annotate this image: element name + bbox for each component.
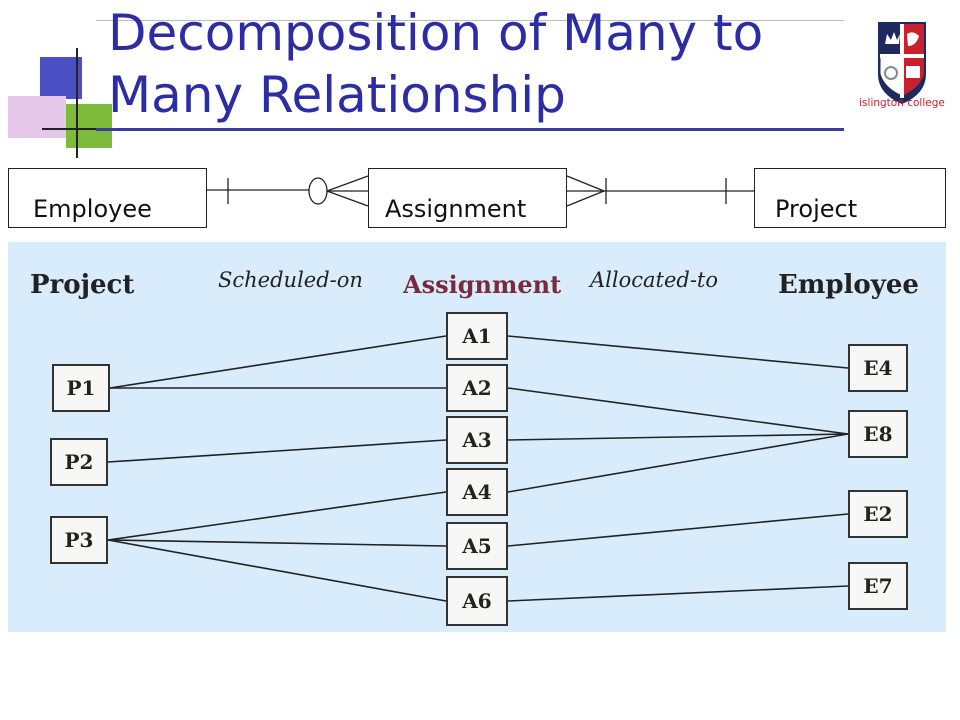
node-e8: E8 xyxy=(848,410,908,458)
node-p3: P3 xyxy=(50,516,108,564)
node-e4: E4 xyxy=(848,344,908,392)
link-p3-a4 xyxy=(107,491,447,541)
title-underline xyxy=(96,128,844,131)
link-a3-e8 xyxy=(507,433,849,441)
header-allocated-to: Allocated-to xyxy=(590,268,719,292)
entity-employee: Employee xyxy=(8,168,207,228)
college-logo-icon xyxy=(878,22,926,104)
node-a6: A6 xyxy=(446,576,508,626)
logo-text: islington college xyxy=(859,97,945,109)
entity-assignment: Assignment xyxy=(368,168,567,228)
decor-vertical-line xyxy=(76,48,78,158)
node-a1: A1 xyxy=(446,312,508,360)
entity-project: Project xyxy=(754,168,946,228)
link-a2-e8 xyxy=(507,387,849,435)
link-a1-e4 xyxy=(507,335,849,369)
decor-square-blue xyxy=(40,57,82,99)
node-p1: P1 xyxy=(52,364,110,412)
header-employee: Employee xyxy=(778,270,919,300)
header-assignment: Assignment xyxy=(403,270,562,299)
node-a4: A4 xyxy=(446,468,508,516)
instance-links xyxy=(107,335,849,602)
entity-employee-label: Employee xyxy=(33,195,152,223)
node-a5: A5 xyxy=(446,522,508,570)
node-p2: P2 xyxy=(50,438,108,486)
link-p1-a1 xyxy=(109,335,447,389)
entity-project-label: Project xyxy=(775,195,858,223)
header-project: Project xyxy=(30,270,135,300)
node-e2: E2 xyxy=(848,490,908,538)
decor-horizontal-line xyxy=(42,128,122,130)
node-a3: A3 xyxy=(446,416,508,464)
er-connectors xyxy=(207,175,754,207)
link-p3-a6 xyxy=(107,539,447,602)
link-p3-a5 xyxy=(107,539,447,547)
instance-diagram-panel: Project Scheduled-on Assignment Allocate… xyxy=(8,242,946,632)
node-e7: E7 xyxy=(848,562,908,610)
link-a4-e8 xyxy=(507,433,849,493)
node-a2: A2 xyxy=(446,364,508,412)
slide-title: Decomposition of Many to Many Relationsh… xyxy=(108,4,764,124)
title-top-rule xyxy=(96,20,844,21)
decor-square-pink xyxy=(8,96,66,138)
link-a6-e7 xyxy=(507,585,849,602)
link-a5-e2 xyxy=(507,513,849,547)
header-scheduled-on: Scheduled-on xyxy=(218,268,363,292)
link-p2-a3 xyxy=(107,439,447,463)
decor-square-green xyxy=(66,104,112,148)
entity-assignment-label: Assignment xyxy=(385,195,527,223)
